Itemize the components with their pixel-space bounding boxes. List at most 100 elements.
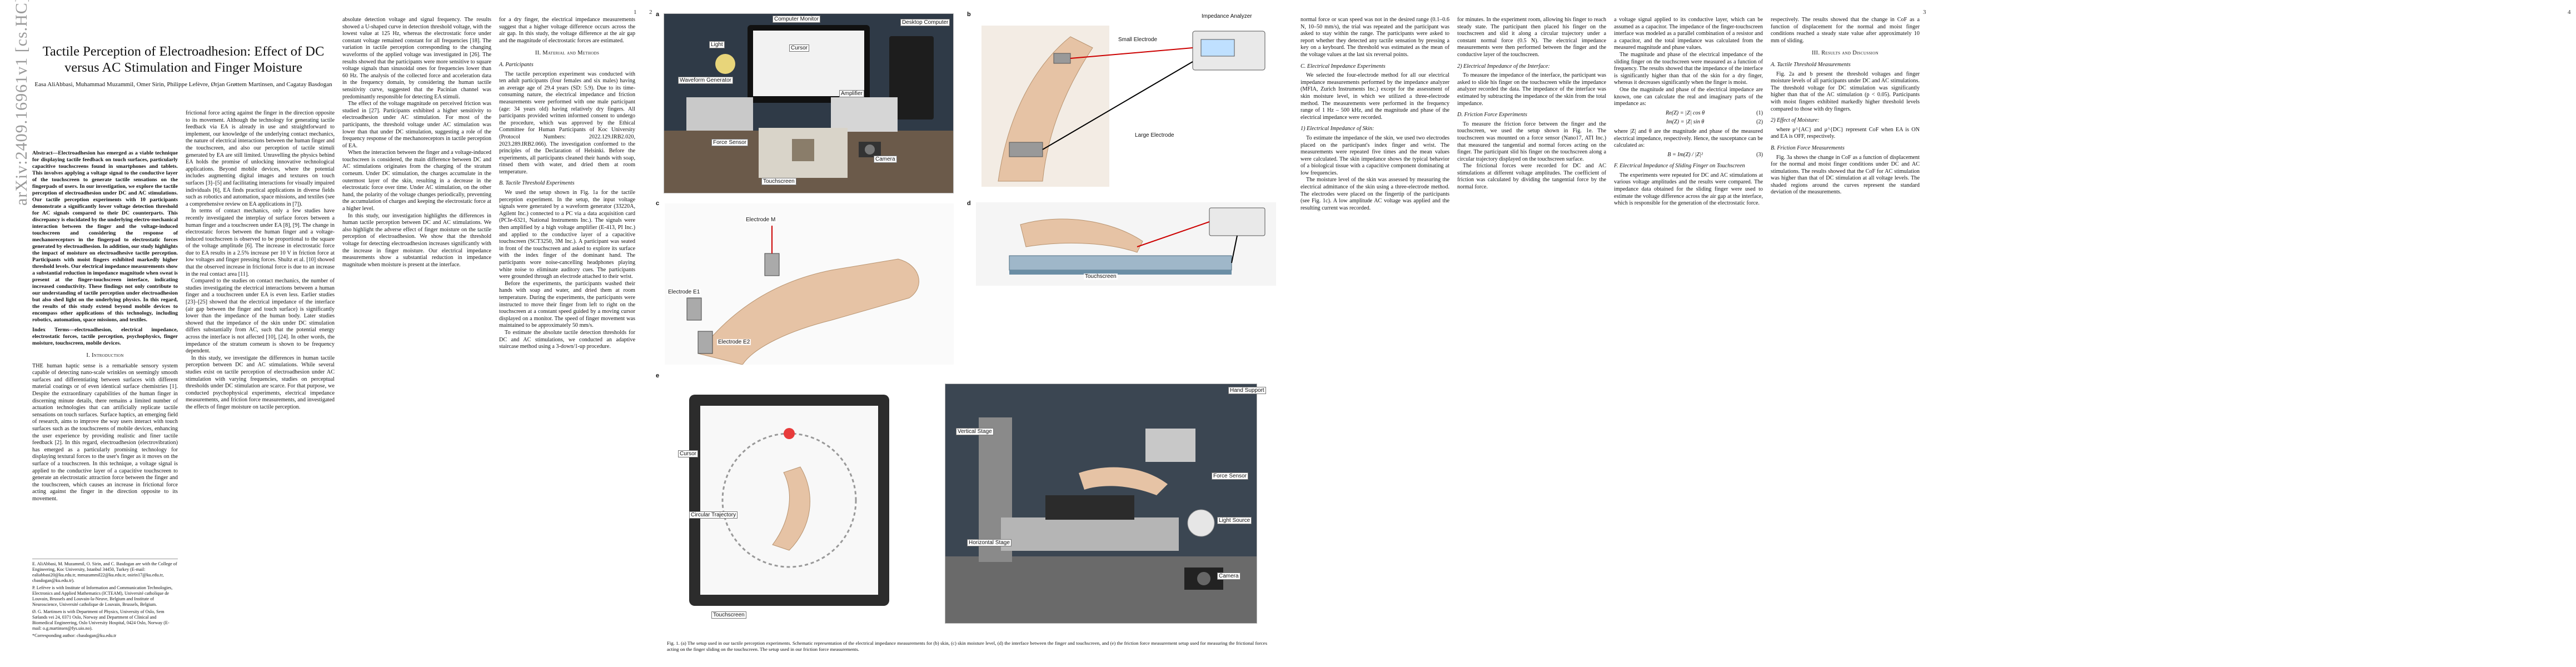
body-paragraph: Compared to the studies on contact mecha…	[186, 278, 335, 355]
subsection-heading: A. Tactile Threshold Measurements	[1771, 61, 1851, 68]
subsection-heading: D. Friction Force Experiments	[1457, 112, 1527, 118]
body-paragraph: To estimate the impedance of the skin, w…	[1301, 135, 1449, 176]
column-6: for minutes. In the experiment room, all…	[1457, 17, 1606, 650]
skin-impedance-diagram	[981, 26, 1265, 187]
label-computer-monitor: Computer Monitor	[773, 16, 821, 23]
column-4: for a dry finger, the electrical impedan…	[499, 17, 635, 650]
label-touchscreen: Touchscreen	[711, 611, 746, 619]
equation-body: B = Im(Z) / |Z|²	[1667, 151, 1703, 158]
keywords: Index Terms—electroadhesion, electrical …	[32, 327, 178, 346]
body-paragraph: Before the experiments, the participants…	[499, 280, 635, 329]
body-paragraph: a voltage signal applied to its conducti…	[1614, 17, 1763, 51]
body-paragraph: The magnitude and phase of the electrica…	[1614, 51, 1763, 86]
page-4: 4	[1934, 0, 2576, 667]
panel-label: c	[656, 200, 660, 207]
body-paragraph: normal force or scan speed was not in th…	[1301, 17, 1449, 58]
body-paragraph: Fig. 2a and b present the threshold volt…	[1771, 71, 1920, 112]
label-electrode-e2: Electrode E2	[717, 339, 751, 345]
body-paragraph: The frictional forces were recorded for …	[1457, 163, 1606, 191]
body-paragraph: frictional force acting against the fing…	[186, 110, 335, 207]
equation-number: (1)	[1756, 109, 1763, 116]
footnote: Ø. G. Martinsen is with Department of Ph…	[32, 609, 170, 631]
figure-panel-e: e Cursor Circular Trajectory Touchscreen	[656, 372, 1278, 634]
figure-panel-d: d Touchscreen	[967, 200, 1278, 289]
equation-body: Re(Z) = |Z| cos θ	[1666, 109, 1705, 116]
body-paragraph: respectively. The results showed that th…	[1771, 17, 1920, 44]
label-cursor: Cursor	[678, 450, 699, 457]
body-paragraph: The tactile perception experiment was co…	[499, 71, 635, 175]
body-paragraph: To measure the friction force between th…	[1457, 121, 1606, 162]
label-touchscreen: Touchscreen	[761, 178, 796, 185]
intro-paragraph: THE human haptic sense is a remarkable s…	[32, 362, 178, 502]
interface-impedance-diagram	[976, 202, 1276, 286]
label-camera: Camera	[1217, 573, 1240, 580]
column-7: a voltage signal applied to its conducti…	[1614, 17, 1763, 650]
subsection-heading: A. Participants	[499, 61, 534, 68]
page-number: 1	[634, 9, 637, 16]
body-paragraph: We selected the four-electrode method fo…	[1301, 72, 1449, 121]
body-paragraph: The experiments were repeated for DC and…	[1614, 172, 1763, 207]
setup-photo	[664, 13, 954, 193]
section-heading: II. Material and Methods	[535, 50, 600, 57]
label-desktop-computer: Desktop Computer	[900, 19, 950, 26]
subsection-heading: F. Electrical Impedance of Sliding Finge…	[1614, 163, 1745, 170]
subsection-heading: 1) Electrical Impedance of Skin:	[1301, 126, 1374, 132]
panel-label: e	[656, 372, 660, 379]
label-light-source: Light Source	[1217, 517, 1252, 524]
section-heading: I. Introduction	[86, 352, 124, 359]
column-5: normal force or scan speed was not in th…	[1301, 17, 1449, 650]
label-force-sensor: Force Sensor	[1212, 472, 1249, 480]
corresponding-author: *Corresponding author: cbasdogan@ku.edu.…	[32, 633, 117, 638]
equation-number: (3)	[1756, 151, 1763, 158]
column-1: Abstract—Electroadhesion has emerged as …	[32, 150, 178, 650]
body-paragraph: absolute detection voltage and signal fr…	[342, 17, 491, 100]
column-3: absolute detection voltage and signal fr…	[342, 17, 491, 650]
page-number: 4	[2568, 9, 2571, 16]
figure-panel-b: b Impedance Analyzer Small Electrode Lar…	[967, 11, 1278, 195]
trajectory-display	[689, 395, 889, 606]
section-heading: III. Results and Discussion	[1811, 50, 1879, 57]
column-8: respectively. The results showed that th…	[1771, 17, 1920, 650]
moisture-measurement-diagram	[665, 203, 954, 365]
body-paragraph: To measure the impedance of the interfac…	[1457, 72, 1606, 107]
subsection-heading: C. Electrical Impedance Experiments	[1301, 63, 1386, 69]
equation-body: Im(Z) = |Z| sin θ	[1666, 119, 1705, 126]
label-force-sensor: Force Sensor	[711, 139, 749, 146]
equation-number: (2)	[1756, 119, 1763, 126]
body-paragraph: The effect of the voltage magnitude on p…	[342, 101, 491, 149]
body-paragraph: In this study, our investigation highlig…	[342, 212, 491, 268]
page-number: 2	[649, 9, 652, 16]
subsection-heading: B. Tactile Threshold Experiments	[499, 180, 575, 187]
footnotes: E. AliAbbasi, M. Muzammil, O. Sirin, and…	[32, 559, 178, 639]
subsection-heading: B. Friction Force Measurements	[1771, 145, 1845, 151]
paper-authors: Easa AliAbbasi, Muhammad Muzammil, Omer …	[34, 81, 332, 88]
paper-title: Tactile Perception of Electroadhesion: E…	[42, 44, 325, 75]
body-paragraph: In this study, we investigate the differ…	[186, 355, 335, 410]
body-paragraph: When the interaction between the finger …	[342, 150, 491, 212]
label-large-electrode: Large Electrode	[1134, 132, 1175, 138]
page-3: 3 normal force or scan speed was not in …	[1289, 0, 1931, 667]
body-paragraph: The moisture level of the skin was asses…	[1301, 177, 1449, 211]
body-paragraph: To estimate the absolute tactile detecti…	[499, 329, 635, 350]
label-light: Light	[709, 41, 725, 48]
label-small-electrode: Small Electrode	[1117, 37, 1159, 43]
label-circular-trajectory: Circular Trajectory	[689, 511, 738, 519]
equation: B = Im(Z) / |Z|² (3)	[1614, 152, 1763, 159]
panel-label: b	[967, 11, 971, 18]
label-impedance-analyzer: Impedance Analyzer	[1200, 13, 1253, 19]
label-amplifier: Amplifier	[839, 90, 864, 97]
footnote: E. AliAbbasi, M. Muzammil, O. Sirin, and…	[32, 561, 177, 583]
label-electrode-m: Electrode M	[745, 217, 777, 223]
panel-label: a	[656, 11, 660, 18]
figure-caption: Fig. 1. (a) The setup used in our tactil…	[667, 640, 1267, 652]
label-camera: Camera	[874, 156, 897, 163]
label-horizontal-stage: Horizontal Stage	[967, 539, 1012, 546]
subsection-heading: 2) Effect of Moisture:	[1771, 117, 1820, 124]
equation: Im(Z) = |Z| sin θ (2)	[1614, 119, 1763, 126]
body-paragraph: In terms of contact mechanics, only a fe…	[186, 208, 335, 277]
body-paragraph: where μ^{AC} and μ^{DC} represent CoF wh…	[1771, 126, 1920, 140]
setup-photo-drawing	[664, 14, 953, 193]
page-number: 3	[1923, 9, 1926, 16]
column-2: frictional force acting against the fing…	[186, 110, 335, 644]
label-touchscreen: Touchscreen	[1084, 273, 1118, 280]
